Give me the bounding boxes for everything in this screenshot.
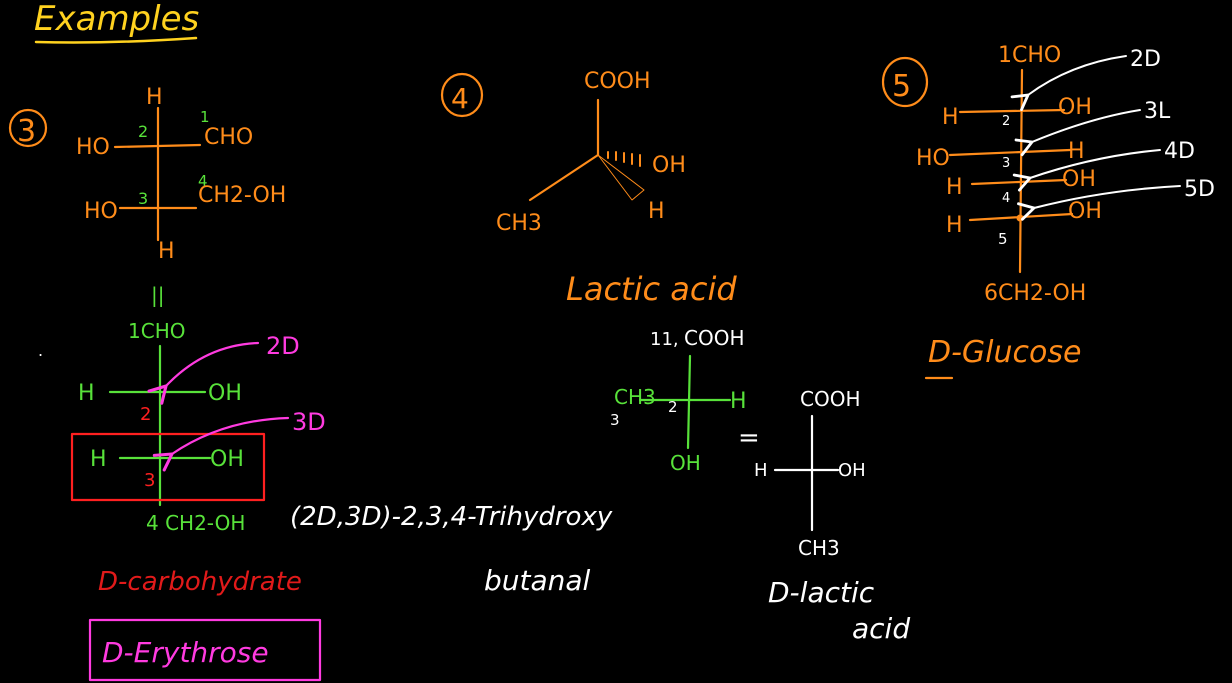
ex4-top: COOH xyxy=(584,69,651,94)
glucose-row1 xyxy=(958,108,1066,114)
lactic-num3: 3 xyxy=(610,411,620,429)
example-5: 5 1CHO H OH 2 HO H 3 H OH 4 H OH 5 6CH2-… xyxy=(881,43,1215,380)
ex4-right-oh: OH xyxy=(652,153,686,178)
iupac-line2: butanal xyxy=(484,564,591,597)
lactic-w-top: COOH xyxy=(800,387,861,411)
glucose-bottom: 6CH2-OH xyxy=(984,281,1086,306)
example-5-circle xyxy=(881,56,929,108)
iupac-line1: (2D,3D)-2,3,4-Trihydroxy xyxy=(290,502,613,532)
glucose-r2-right: H xyxy=(1068,139,1085,164)
glucose-ann-2d: 2D xyxy=(1130,47,1161,72)
glucose-r1-num: 2 xyxy=(1002,114,1010,129)
lactic-num2: 2 xyxy=(668,398,678,416)
glucose-arrow-5d xyxy=(1017,185,1181,221)
fischer3-row2-left: H xyxy=(90,447,107,472)
glucose-row2 xyxy=(948,148,1072,157)
glucose-top: 1CHO xyxy=(998,43,1061,68)
lactic-bottom: OH xyxy=(670,451,701,475)
glucose-r4-right: OH xyxy=(1068,199,1102,224)
ex3-left1: HO xyxy=(76,135,110,160)
fischer3-carb-label: D-carbohydrate xyxy=(98,567,302,597)
lactic-vertical xyxy=(686,354,692,450)
stray-dot: . xyxy=(38,341,43,360)
fischer3-row2-right: OH xyxy=(210,447,244,472)
fischer3-row1-right: OH xyxy=(208,381,242,406)
glucose-r3-left: H xyxy=(946,175,963,200)
iupac-name: (2D,3D)-2,3,4-Trihydroxy butanal xyxy=(290,502,613,597)
fischer-erythrose: 1CHO H OH 2 H OH 3 4 CH2-OH 2D 3D D-carb… xyxy=(70,319,326,682)
glucose-r3-num: 4 xyxy=(1002,191,1010,206)
example-4: 4 COOH OH H CH3 Lactic acid xyxy=(440,69,737,308)
ex3-bottom-h: H xyxy=(158,239,175,264)
lactic-equals: = xyxy=(738,423,760,453)
glucose-r1-right: OH xyxy=(1058,95,1092,120)
glucose-arrow-4d xyxy=(1012,149,1161,192)
glucose-r1-left: H xyxy=(942,105,959,130)
example-5-number: 5 xyxy=(892,69,911,104)
d-lactic-line1: D-lactic xyxy=(768,576,875,609)
ex3-equals: || xyxy=(151,283,164,307)
glucose-row4-dot xyxy=(1016,214,1024,222)
example-3-number: 3 xyxy=(17,114,36,149)
fischer3-ann-3d: 3D xyxy=(292,408,326,436)
fischer3-arrow-3d xyxy=(152,416,290,472)
glucose-ann-3l: 3L xyxy=(1144,99,1171,124)
fischer3-arrow-2d xyxy=(147,341,260,405)
ex3-num2: 2 xyxy=(138,122,148,141)
page-title: Examples xyxy=(34,0,199,39)
glucose-arrow-3l xyxy=(1014,109,1141,157)
fischer3-highlight-box xyxy=(70,432,266,502)
ex3-bond-row1 xyxy=(113,143,202,149)
glucose-row3 xyxy=(970,178,1068,186)
lactic-w-left: H xyxy=(754,460,768,481)
title-group: Examples xyxy=(34,0,199,44)
fischer3-row1-left: H xyxy=(78,381,95,406)
glucose-r3-right: OH xyxy=(1062,167,1096,192)
example-3-circle xyxy=(8,108,48,148)
fischer3-num3: 3 xyxy=(144,470,155,491)
ex4-wedge-bond xyxy=(597,154,645,201)
lactic-right: H xyxy=(730,389,747,414)
lactic-w-bottom: CH3 xyxy=(798,536,840,560)
example-4-number: 4 xyxy=(451,82,469,115)
ex3-num4: 4 xyxy=(198,172,208,190)
fischer3-bottom: 4 CH2-OH xyxy=(146,511,245,535)
ex3-num3: 3 xyxy=(138,189,148,208)
title-underline xyxy=(34,36,198,44)
ex3-top-h: H xyxy=(146,85,163,110)
lactic-fischer: 11, COOH CH3 2 3 H OH = COOH H OH CH3 D-… xyxy=(610,326,910,645)
ex4-left: CH3 xyxy=(496,211,542,236)
lactic-w-right: OH xyxy=(838,460,866,481)
ex3-right2: CH2-OH xyxy=(198,183,286,208)
glucose-name: D-Glucose xyxy=(928,335,1081,370)
glucose-r4-num: 5 xyxy=(998,230,1008,248)
glucose-ann-4d: 4D xyxy=(1164,139,1195,164)
ex3-num1: 1 xyxy=(200,108,210,126)
glucose-vertical xyxy=(1018,68,1024,274)
ex4-name: Lactic acid xyxy=(566,270,737,308)
glucose-r2-num: 3 xyxy=(1002,156,1010,171)
ex4-dashed-bond xyxy=(607,151,641,167)
lactic-top: COOH xyxy=(684,326,745,350)
lactic-marker: 11, xyxy=(650,329,679,350)
fischer3-num2: 2 xyxy=(140,404,151,425)
glucose-arrow-2d xyxy=(1010,55,1127,112)
erythrose-box xyxy=(88,618,322,682)
example-3: 3 H HO 2 1 CHO HO 3 4 CH2-OH H || xyxy=(8,85,286,307)
ex4-right-h: H xyxy=(648,199,665,224)
fischer3-ann-2d: 2D xyxy=(266,332,300,360)
lactic-left: CH3 xyxy=(614,385,656,409)
glucose-r2-left: HO xyxy=(916,146,950,171)
glucose-r4-left: H xyxy=(946,213,963,238)
fischer3-top: 1CHO xyxy=(128,319,185,343)
ex3-left2: HO xyxy=(84,199,118,224)
ex3-right1: CHO xyxy=(204,125,253,150)
ex4-bond-left xyxy=(528,153,600,202)
d-lactic-line2: acid xyxy=(852,612,910,645)
glucose-ann-5d: 5D xyxy=(1184,177,1215,202)
erythrose-name: D-Erythrose xyxy=(102,636,269,669)
example-4-circle xyxy=(440,72,484,118)
